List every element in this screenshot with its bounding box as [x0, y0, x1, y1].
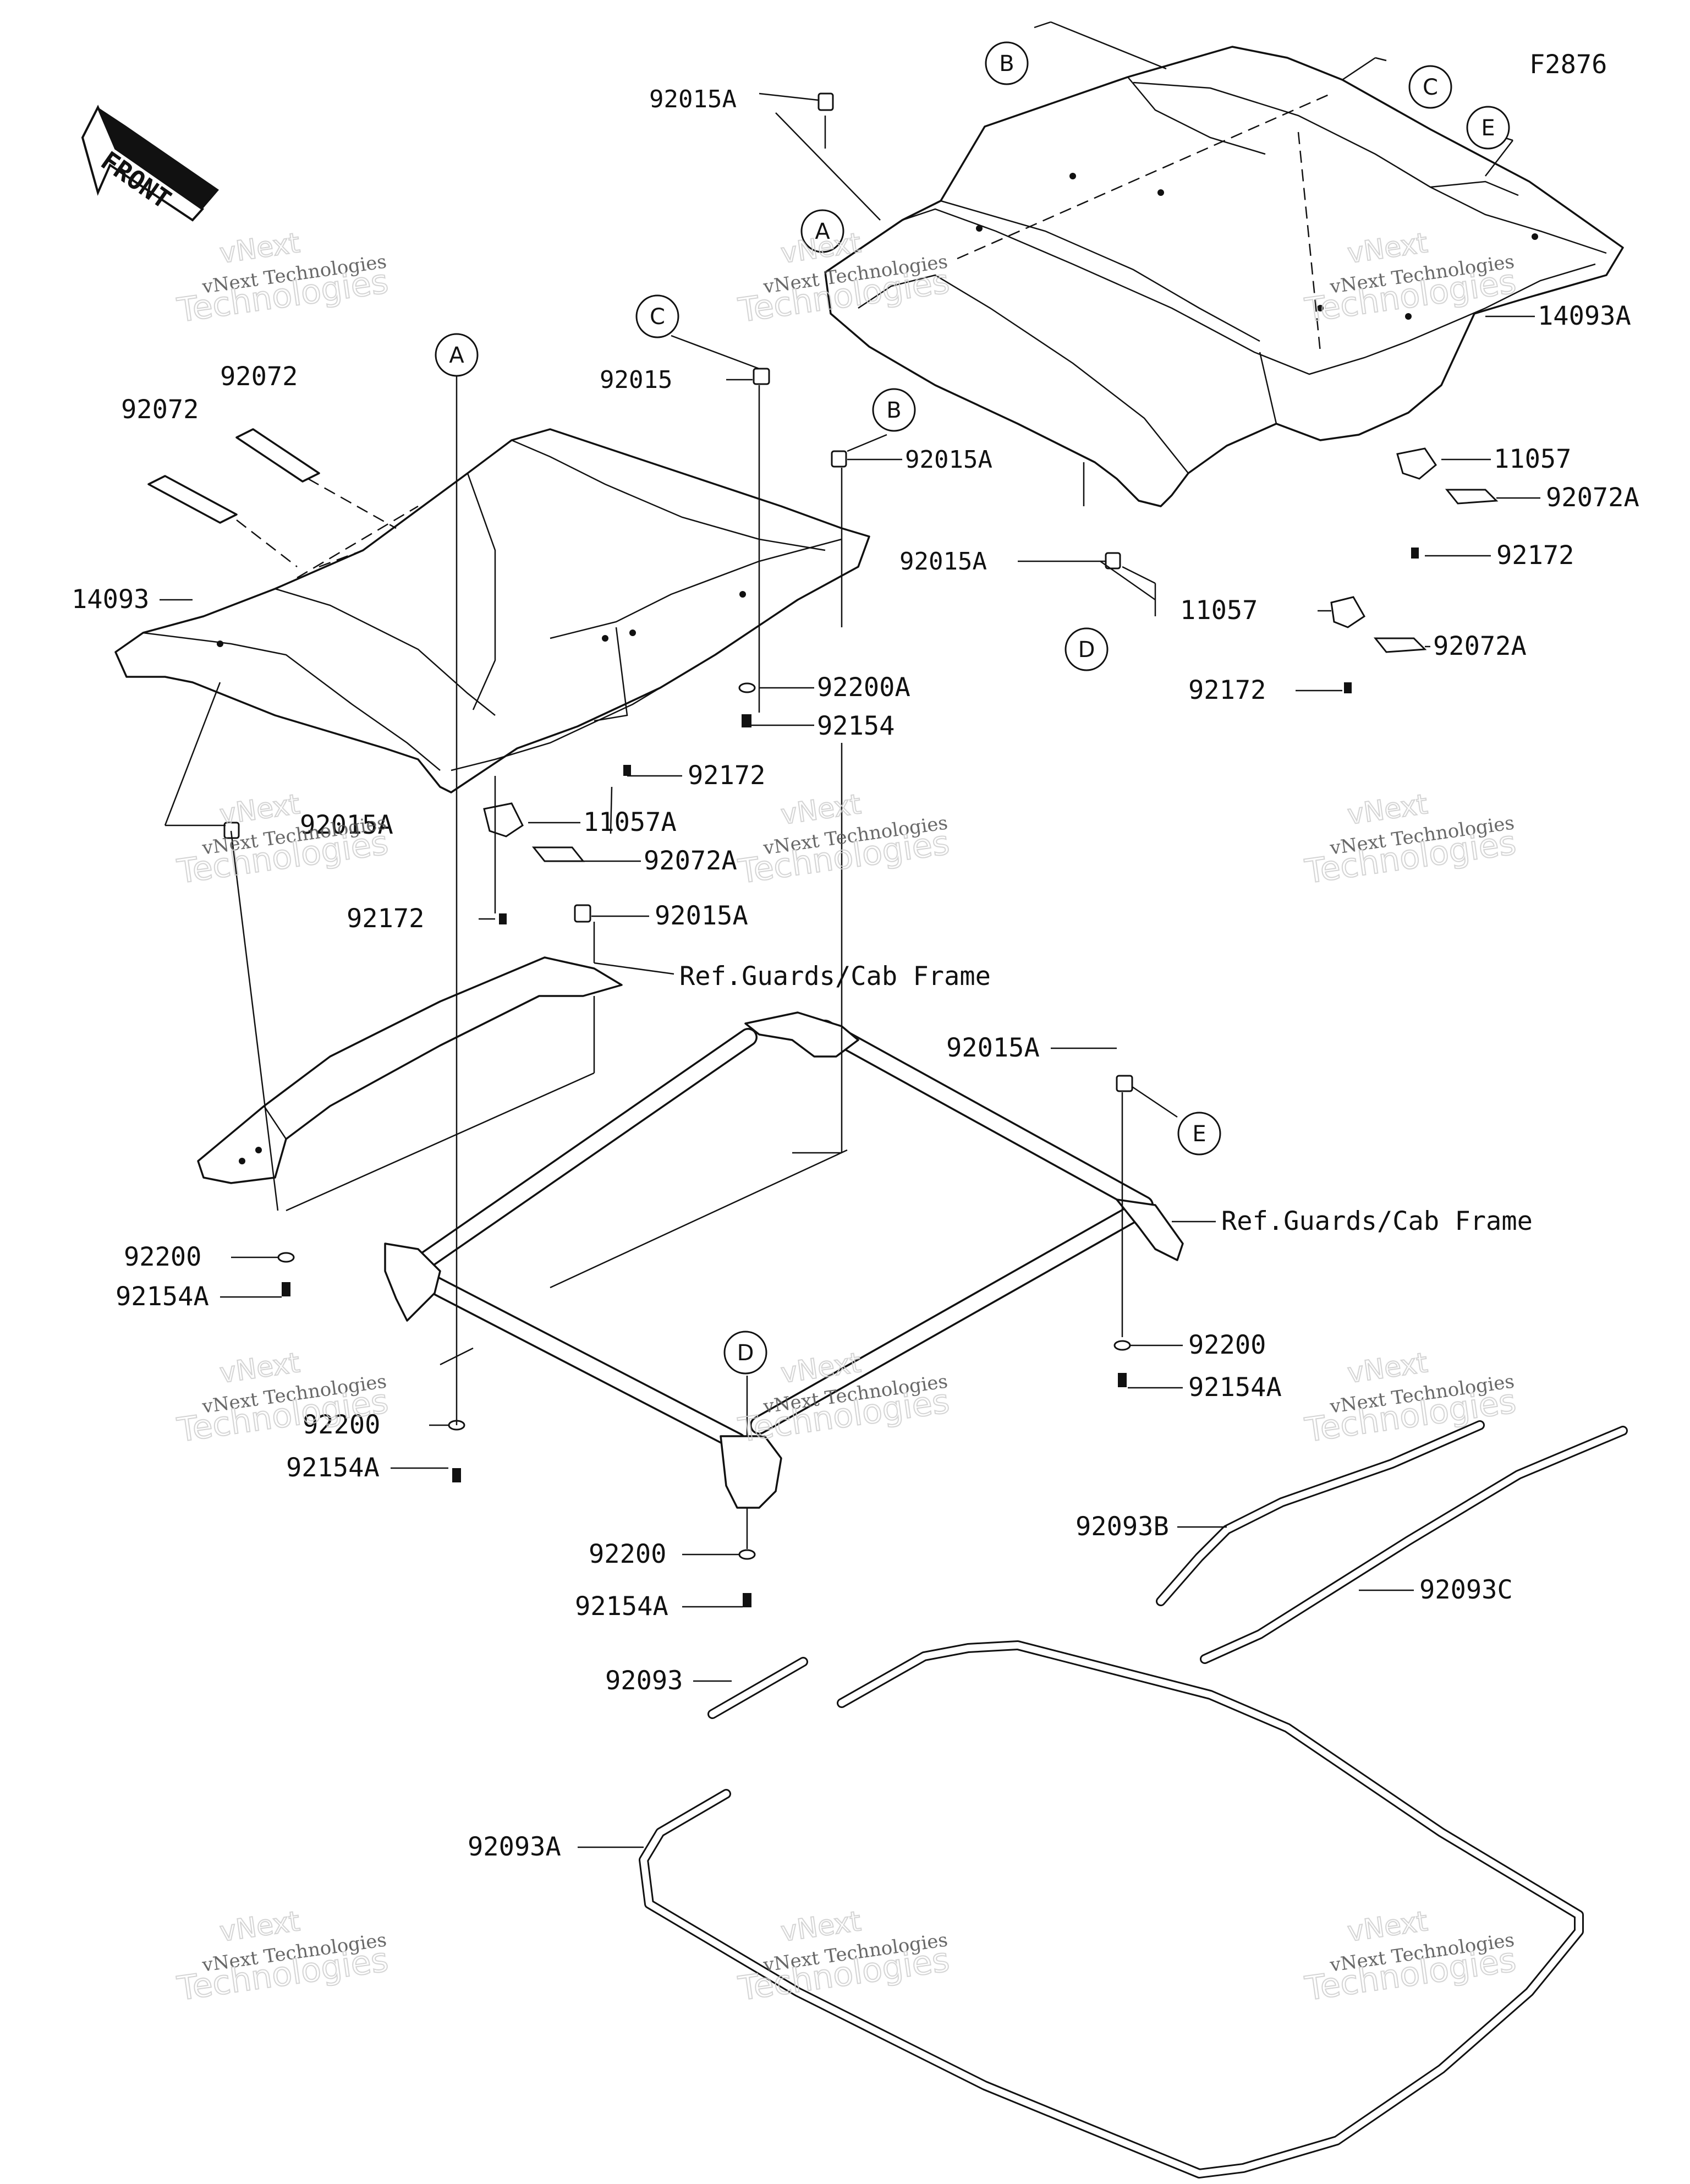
label-92154-top: 92154	[817, 711, 895, 741]
label-92015A-d: 92015A	[899, 548, 987, 576]
callout-e-top: E	[1466, 106, 1510, 150]
svg-text:D: D	[1078, 637, 1095, 663]
callout-c-top: C	[1408, 65, 1452, 109]
label-ref-guards-2: Ref.Guards/Cab Frame	[1221, 1206, 1533, 1236]
svg-text:C: C	[1423, 75, 1438, 100]
label-92154A-a: 92154A	[286, 1453, 380, 1483]
label-14093A: 14093A	[1538, 301, 1631, 331]
label-11057-r2: 11057	[1180, 595, 1258, 626]
label-14093: 14093	[72, 584, 149, 615]
svg-text:vNext: vNext	[218, 227, 302, 270]
svg-text:B: B	[886, 398, 901, 423]
callout-d-lower: D	[723, 1331, 767, 1375]
callout-b-mid: B	[872, 388, 916, 432]
svg-text:A: A	[815, 219, 830, 244]
callout-a-top: A	[800, 209, 844, 253]
label-92154A-r: 92154A	[1188, 1372, 1282, 1403]
leader-lines	[160, 21, 1540, 1848]
label-92200A: 92200A	[817, 672, 910, 703]
label-92172-mid: 92172	[688, 760, 765, 791]
label-92154A-l: 92154A	[116, 1282, 209, 1312]
callout-b-top: B	[985, 41, 1029, 85]
label-92015A-left: 92015A	[300, 810, 393, 840]
label-92172-left: 92172	[347, 904, 424, 934]
callout-c-mid: C	[635, 294, 679, 338]
roof-panel-front	[114, 428, 870, 793]
figure-code: F2876	[1529, 50, 1607, 80]
label-92072-b: 92072	[121, 395, 199, 425]
cab-frame-rails	[384, 1011, 1184, 1509]
seal-92093	[707, 1657, 808, 1719]
cab-frame-crossbar	[197, 956, 623, 1184]
svg-text:C: C	[650, 304, 665, 330]
label-92093: 92093	[605, 1666, 683, 1696]
label-92093A: 92093A	[468, 1832, 561, 1862]
front-arrow-icon: FRONT	[81, 105, 219, 222]
label-92072A-r1: 92072A	[1546, 483, 1639, 513]
svg-text:vNext: vNext	[1346, 788, 1430, 831]
label-92015A-top: 92015A	[649, 85, 737, 113]
label-ref-guards-1: Ref.Guards/Cab Frame	[679, 961, 991, 992]
svg-text:vNext: vNext	[779, 788, 863, 831]
callout-e-lower: E	[1177, 1112, 1221, 1156]
svg-text:vNext: vNext	[1346, 1905, 1430, 1948]
label-92200-l: 92200	[124, 1242, 201, 1272]
watermark: vNext vNext Technologies Technologies vN…	[174, 226, 1519, 2008]
svg-text:B: B	[999, 51, 1014, 76]
label-92172-r1: 92172	[1496, 540, 1574, 571]
label-92200-r: 92200	[1188, 1330, 1266, 1360]
svg-text:D: D	[737, 1340, 754, 1366]
svg-text:vNext: vNext	[218, 1905, 302, 1948]
roof-panel-rear	[824, 46, 1624, 507]
svg-text:vNext: vNext	[1346, 1346, 1430, 1389]
label-92015A-e: 92015A	[946, 1033, 1040, 1063]
label-11057-r1: 11057	[1494, 444, 1571, 474]
label-92072-a: 92072	[220, 362, 298, 392]
strap-92072	[147, 428, 397, 567]
svg-text:E: E	[1192, 1121, 1206, 1147]
seal-92093A	[639, 1640, 1584, 2178]
label-92015-c: 92015	[600, 366, 672, 394]
svg-text:A: A	[449, 343, 464, 368]
seal-92093B	[1156, 1420, 1485, 1606]
svg-text:vNext: vNext	[218, 788, 302, 831]
label-92072A-r2: 92072A	[1433, 631, 1527, 661]
label-92093C: 92093C	[1419, 1575, 1513, 1605]
label-11057A: 11057A	[583, 807, 677, 838]
label-92172-r2: 92172	[1188, 675, 1266, 705]
part-labels: 92015A 92015 92015A 92015A 14093A 11057 …	[72, 85, 1639, 1862]
svg-text:E: E	[1481, 116, 1495, 141]
label-92093B: 92093B	[1076, 1512, 1169, 1542]
label-92072A-left: 92072A	[644, 846, 737, 876]
svg-text:vNext: vNext	[779, 1905, 863, 1948]
seal-92093C	[1200, 1426, 1628, 1664]
label-92015A-b: 92015A	[905, 446, 992, 474]
callout-d-mid: D	[1065, 627, 1109, 671]
label-92015A-center: 92015A	[655, 901, 748, 931]
svg-text:vNext: vNext	[218, 1346, 302, 1389]
callout-a-mid: A	[435, 333, 479, 377]
label-92200-d: 92200	[589, 1539, 666, 1569]
label-92154A-d: 92154A	[575, 1591, 668, 1622]
label-92200-a: 92200	[303, 1410, 380, 1440]
